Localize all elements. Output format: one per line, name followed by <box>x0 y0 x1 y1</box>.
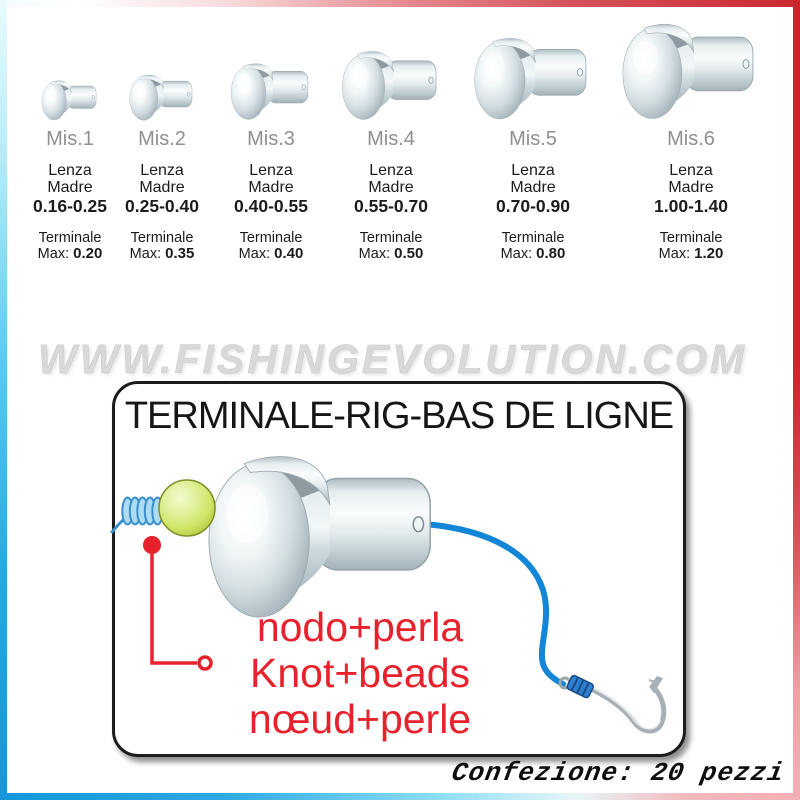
max-prefix: Max: <box>658 246 691 262</box>
terminale-label: Terminale <box>239 230 303 246</box>
max-value: 0.35 <box>165 245 195 262</box>
size-column-mis4: Mis.4 Lenza Madre 0.55-0.70 Terminale Ma… <box>331 128 451 262</box>
terminale-label: Terminale <box>359 230 423 246</box>
terminale-max: Max: 0.35 <box>102 245 222 263</box>
caption-italian: nodo+perla <box>256 604 464 650</box>
max-prefix: Max: <box>37 246 70 262</box>
max-prefix: Max: <box>358 246 391 262</box>
connector-thumbnail-mis2 <box>129 74 193 121</box>
max-value: 0.40 <box>274 245 304 262</box>
lenza-line: Lenza <box>48 162 92 179</box>
lenza-line: Lenza <box>669 162 713 179</box>
connector-thumbnail-mis3 <box>230 63 309 120</box>
size-column-mis5: Mis.5 Lenza Madre 0.70-0.90 Terminale Ma… <box>473 128 593 262</box>
madre-line: Madre <box>139 179 185 196</box>
size-label: Mis.5 <box>509 128 557 150</box>
size-label: Mis.3 <box>247 128 295 150</box>
knot-captions: nodo+perla Knot+beads nœud+perle <box>145 604 575 742</box>
lenza-range: 1.00-1.40 <box>654 196 728 216</box>
size-column-mis1: Mis.1 Lenza Madre 0.16-0.25 Terminale Ma… <box>10 128 130 262</box>
connector-thumbnail-mis1 <box>41 80 97 121</box>
madre-line: Madre <box>368 179 414 196</box>
size-column-mis6: Mis.6 Lenza Madre 1.00-1.40 Terminale Ma… <box>631 128 751 262</box>
max-prefix: Max: <box>129 246 162 262</box>
lenza-range: 0.16-0.25 <box>33 196 107 216</box>
connector-thumbnail-mis5 <box>474 37 587 120</box>
package-note: Confezione: 20 pezzi <box>449 758 787 788</box>
frame-bottom <box>0 793 800 800</box>
terminale-label: Terminale <box>130 230 194 246</box>
terminale-label: Terminale <box>659 230 723 246</box>
frame-left <box>0 0 7 800</box>
lenza-line: Lenza <box>249 162 293 179</box>
terminale-max: Max: 0.20 <box>10 245 130 263</box>
terminale-max: Max: 0.40 <box>211 245 331 263</box>
terminale-max: Max: 0.50 <box>331 245 451 263</box>
terminale-max: Max: 1.20 <box>631 245 751 263</box>
lenza-line: Lenza <box>140 162 184 179</box>
size-label: Mis.4 <box>367 128 415 150</box>
max-value: 1.20 <box>694 245 724 262</box>
caption-english: Knot+beads <box>250 650 470 696</box>
diagram-title: TERMINALE-RIG-BAS DE LIGNE <box>124 395 674 437</box>
rig-diagram-box: TERMINALE-RIG-BAS DE LIGNE nodo+perla Kn… <box>112 381 686 757</box>
size-column-mis2: Mis.2 Lenza Madre 0.25-0.40 Terminale Ma… <box>102 128 222 262</box>
max-prefix: Max: <box>500 246 533 262</box>
watermark-text: WWW.FISHINGEVOLUTION.COM <box>38 336 747 383</box>
frame-right <box>793 0 800 800</box>
caption-french: nœud+perle <box>248 696 472 742</box>
lenza-range: 0.70-0.90 <box>496 196 570 216</box>
lenza-range: 0.25-0.40 <box>125 196 199 216</box>
terminale-max: Max: 0.80 <box>473 245 593 263</box>
max-value: 0.20 <box>73 245 103 262</box>
max-value: 0.80 <box>536 245 566 262</box>
madre-line: Madre <box>668 179 714 196</box>
lenza-range: 0.55-0.70 <box>354 196 428 216</box>
frame-top <box>0 0 800 7</box>
madre-line: Madre <box>248 179 294 196</box>
size-label: Mis.2 <box>138 128 186 150</box>
madre-line: Madre <box>510 179 556 196</box>
terminale-label: Terminale <box>38 230 102 246</box>
size-label: Mis.6 <box>667 128 715 150</box>
lenza-range: 0.40-0.55 <box>234 196 308 216</box>
max-prefix: Max: <box>238 246 271 262</box>
madre-line: Madre <box>47 179 93 196</box>
size-column-mis3: Mis.3 Lenza Madre 0.40-0.55 Terminale Ma… <box>211 128 331 262</box>
terminale-label: Terminale <box>501 230 565 246</box>
max-value: 0.50 <box>394 245 424 262</box>
connector-thumbnail-mis4 <box>341 51 437 120</box>
lenza-line: Lenza <box>511 162 555 179</box>
connector-thumbnail-mis6 <box>622 23 754 119</box>
size-label: Mis.1 <box>46 128 94 150</box>
lenza-line: Lenza <box>369 162 413 179</box>
